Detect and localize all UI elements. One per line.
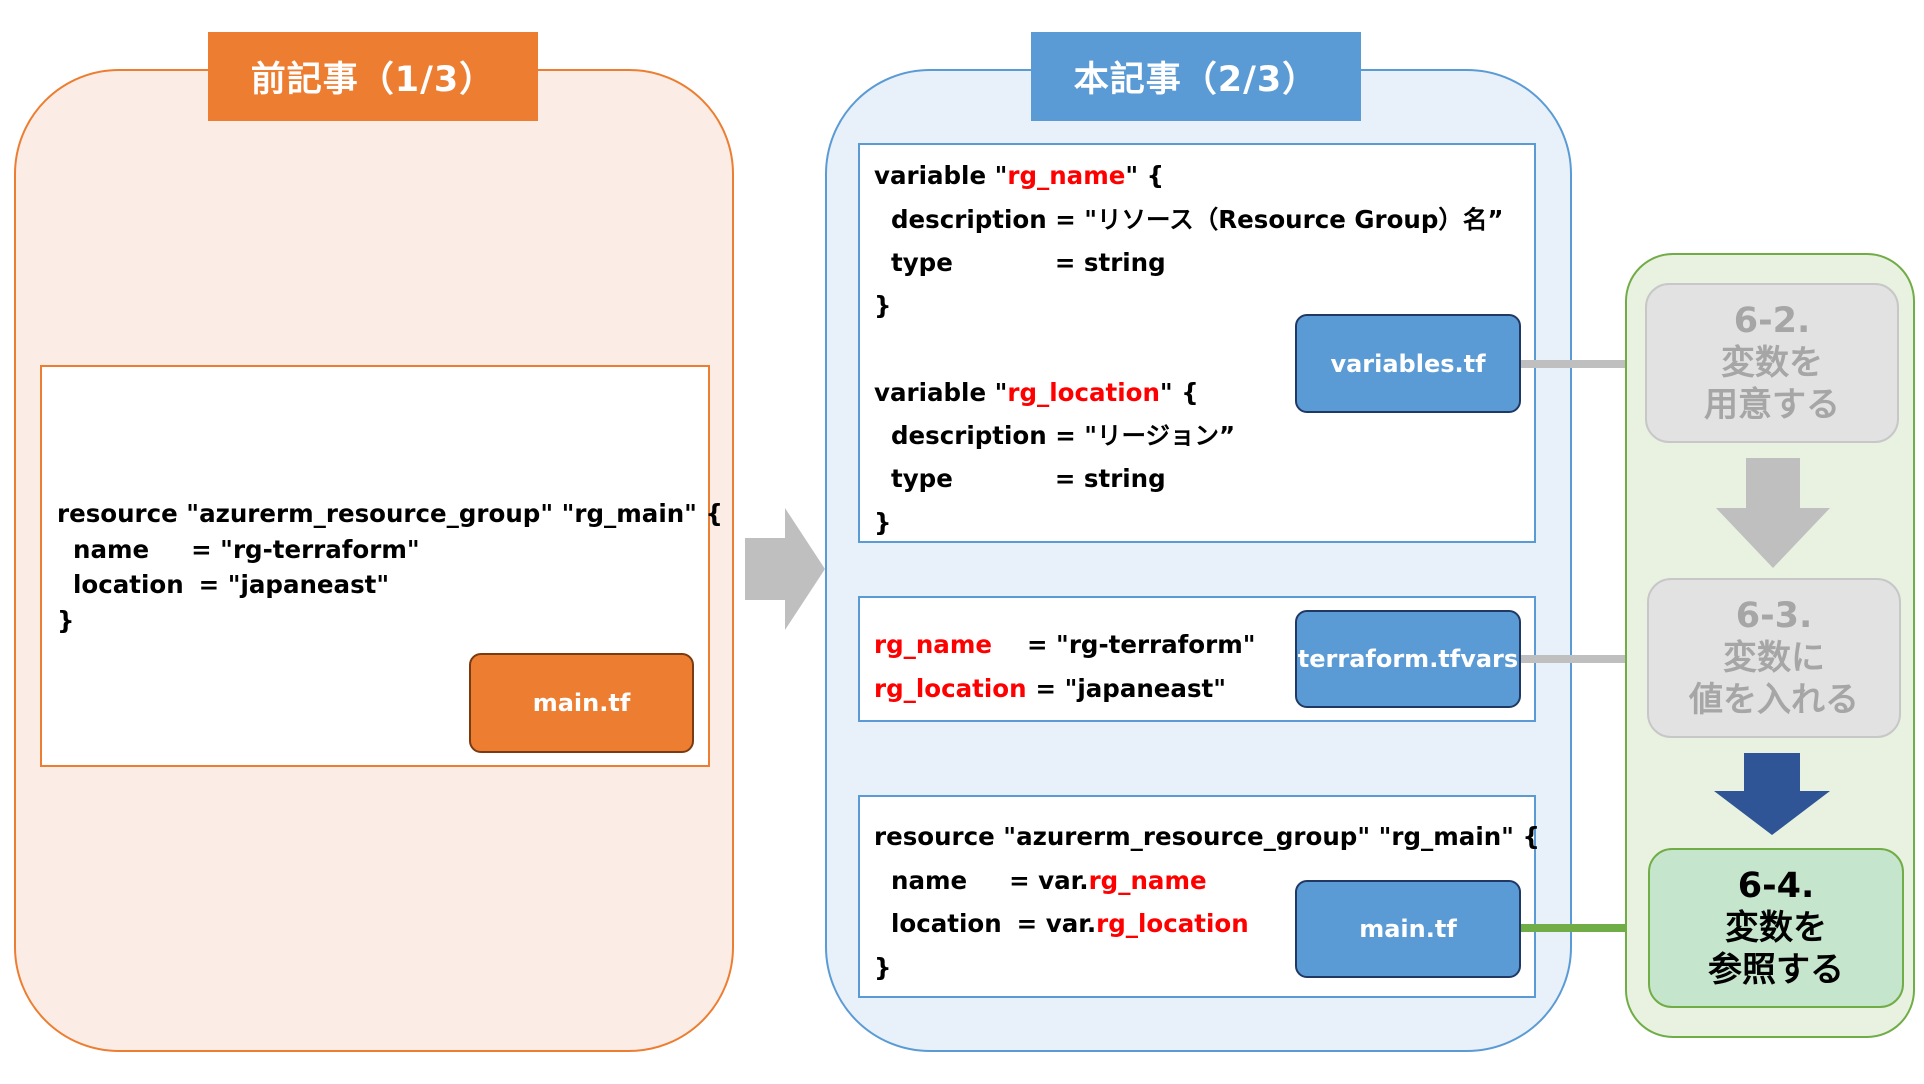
connector-variables-to-step bbox=[1521, 360, 1645, 368]
variable-name-highlight: rg_name bbox=[1088, 866, 1207, 895]
variables-tf-tag: variables.tf bbox=[1295, 314, 1521, 413]
step-label-line: 変数に bbox=[1723, 637, 1825, 678]
code-text: " { bbox=[1125, 161, 1165, 190]
code-line: rg_location = "japaneast" bbox=[874, 674, 1227, 703]
variable-name-highlight: rg_location bbox=[1096, 909, 1249, 938]
step-number: 6-2. bbox=[1733, 300, 1811, 341]
code-text: " { bbox=[1159, 378, 1199, 407]
variable-name-highlight: rg_location bbox=[1007, 378, 1160, 407]
code-text: variable " bbox=[874, 161, 1008, 190]
current-article-title: 本記事（2/3） bbox=[1031, 32, 1361, 121]
variable-name-highlight: rg_name bbox=[1007, 161, 1126, 190]
code-text: = var. bbox=[1009, 866, 1089, 895]
left-main-tf-tag: main.tf bbox=[469, 653, 694, 753]
step-number: 6-3. bbox=[1735, 595, 1813, 636]
code-key: location bbox=[891, 909, 1002, 938]
code-value: = "rg-terraform" bbox=[1027, 630, 1256, 659]
variable-name-highlight: rg_name bbox=[874, 630, 992, 659]
code-line: location = "japaneast" bbox=[73, 570, 390, 599]
step-6-4: 6-4. 変数を 参照する bbox=[1648, 848, 1904, 1008]
code-line: type = string bbox=[891, 248, 1166, 277]
tfvars-tag: terraform.tfvars bbox=[1295, 610, 1521, 708]
code-line: } bbox=[874, 508, 892, 537]
code-value: = "rg-terraform" bbox=[191, 535, 420, 564]
connector-main-to-step bbox=[1521, 924, 1648, 932]
step-label-line: 用意する bbox=[1704, 385, 1840, 425]
step-label-line: 値を入れる bbox=[1689, 680, 1859, 720]
code-line: variable "rg_name" { bbox=[874, 161, 1165, 190]
code-line: description = "リソース（Resource Group）名” bbox=[891, 205, 1504, 234]
previous-article-title: 前記事（1/3） bbox=[208, 32, 538, 121]
code-value: = "japaneast" bbox=[1035, 674, 1227, 703]
code-line: location = var.rg_location bbox=[891, 909, 1249, 938]
variable-name-highlight: rg_location bbox=[874, 674, 1027, 703]
code-text: = var. bbox=[1016, 909, 1097, 938]
code-line: resource "azurerm_resource_group" "rg_ma… bbox=[57, 499, 723, 528]
code-line: resource "azurerm_resource_group" "rg_ma… bbox=[874, 822, 1540, 851]
code-line: name = var.rg_name bbox=[891, 866, 1207, 895]
code-line: variable "rg_location" { bbox=[874, 378, 1199, 407]
code-line: rg_name = "rg-terraform" bbox=[874, 630, 1256, 659]
code-key: location bbox=[73, 570, 184, 599]
main-tf-tag: main.tf bbox=[1295, 880, 1521, 978]
chevron-right-arrow-icon bbox=[745, 508, 825, 630]
arrow-down-icon bbox=[1716, 458, 1830, 568]
step-label-line: 変数を bbox=[1721, 342, 1823, 383]
code-key: type bbox=[891, 464, 953, 493]
step-number: 6-4. bbox=[1737, 865, 1815, 906]
code-text: variable " bbox=[874, 378, 1008, 407]
code-line: } bbox=[874, 953, 892, 982]
code-value: = string bbox=[1054, 248, 1166, 277]
code-line: description = "リージョン” bbox=[891, 421, 1236, 450]
code-line: type = string bbox=[891, 464, 1166, 493]
step-label-line: 変数を bbox=[1725, 907, 1827, 948]
code-key: name bbox=[73, 535, 150, 564]
step-label-line: 参照する bbox=[1708, 950, 1844, 990]
code-key: name bbox=[891, 866, 968, 895]
code-line: } bbox=[57, 606, 75, 635]
step-6-3: 6-3. 変数に 値を入れる bbox=[1647, 578, 1901, 738]
code-key: type bbox=[891, 248, 953, 277]
connector-tfvars-to-step bbox=[1521, 655, 1647, 663]
code-line: } bbox=[874, 291, 892, 320]
arrow-down-icon bbox=[1714, 753, 1830, 835]
left-main-tf-code-box: resource "azurerm_resource_group" "rg_ma… bbox=[40, 365, 723, 767]
code-value: = string bbox=[1054, 464, 1166, 493]
code-value: = "japaneast" bbox=[198, 570, 390, 599]
code-line: name = "rg-terraform" bbox=[73, 535, 420, 564]
step-6-2: 6-2. 変数を 用意する bbox=[1645, 283, 1899, 443]
